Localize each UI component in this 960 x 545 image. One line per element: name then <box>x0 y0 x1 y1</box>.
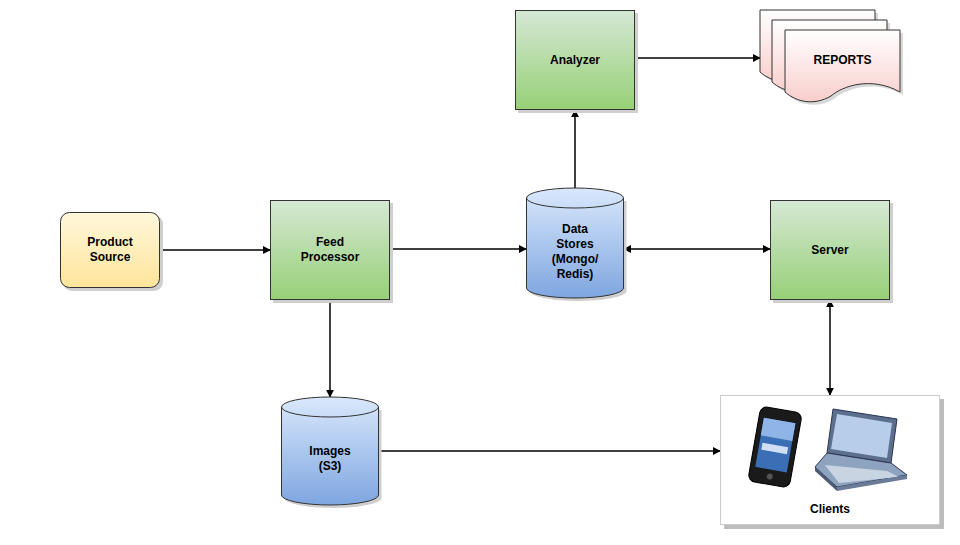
process-box: Product Source <box>60 212 160 288</box>
node-label: Clients <box>810 502 850 517</box>
document-stack: REPORTS <box>760 10 902 106</box>
text-region: Server <box>770 200 890 300</box>
node-label: REPORTS <box>813 53 871 68</box>
flow-arrow <box>329 300 331 397</box>
database-cylinder: Data Stores (Mongo/ Redis) <box>526 188 624 298</box>
node-label: Data Stores (Mongo/ Redis) <box>545 222 605 282</box>
node-label: Server <box>811 243 848 258</box>
laptop-icon <box>815 409 907 491</box>
process-box: Feed Processor <box>270 200 390 300</box>
text-region: REPORTS <box>785 34 900 86</box>
text-region: Data Stores (Mongo/ Redis) <box>526 210 624 294</box>
flow-arrow <box>635 57 760 59</box>
database-cylinder: Images (S3) <box>281 397 379 505</box>
node-label: Feed Processor <box>294 235 366 265</box>
flow-arrow <box>574 110 576 188</box>
process-box: Analyzer <box>515 10 635 110</box>
text-region: Product Source <box>60 212 160 288</box>
flow-arrow <box>829 300 831 395</box>
node-label: Images (S3) <box>302 444 358 474</box>
text-region: Feed Processor <box>270 200 390 300</box>
client-panel: Clients <box>720 395 940 525</box>
text-region: Images (S3) <box>281 419 379 499</box>
node-label: Product Source <box>75 235 145 265</box>
phone-icon <box>748 406 803 488</box>
flow-arrow <box>379 450 720 452</box>
flow-arrow <box>160 249 270 251</box>
flow-arrow <box>390 248 526 250</box>
text-region: Clients <box>720 495 940 523</box>
process-box: Server <box>770 200 890 300</box>
node-label: Analyzer <box>550 53 600 68</box>
flow-arrow <box>624 248 770 250</box>
text-region: Analyzer <box>515 10 635 110</box>
